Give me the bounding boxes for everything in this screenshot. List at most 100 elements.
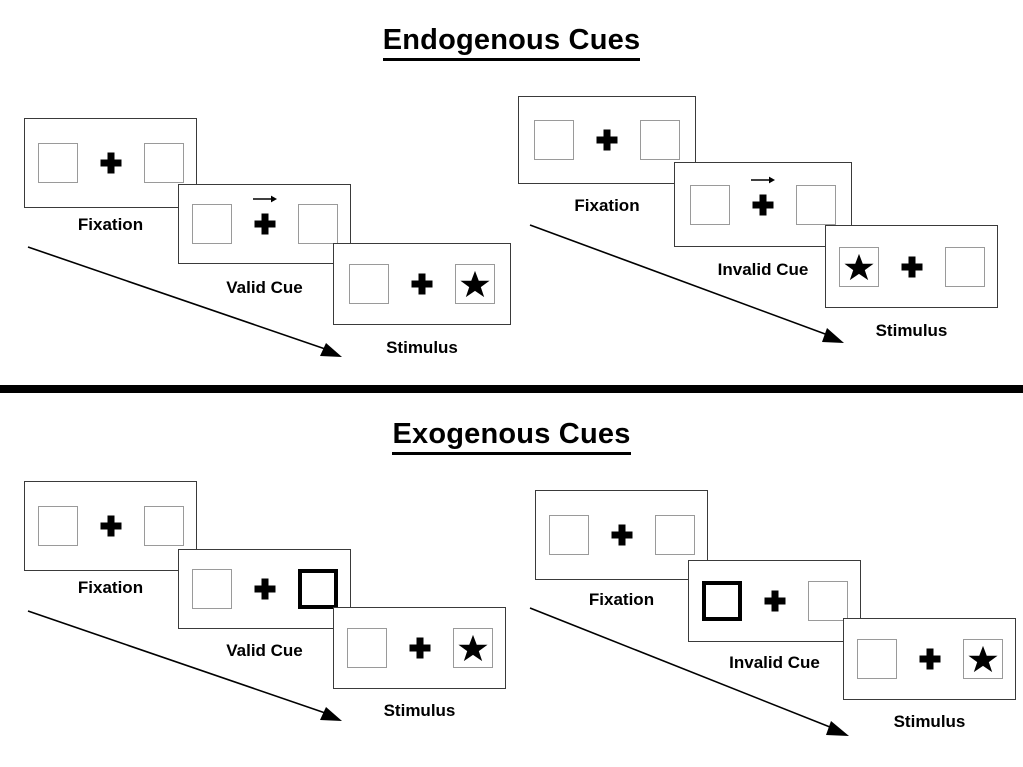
panel-row <box>701 581 848 621</box>
caption-exogenous-valid-stimulus: Stimulus <box>333 701 506 721</box>
section-divider <box>0 385 1023 393</box>
right-box <box>796 184 836 225</box>
spacer <box>742 601 764 602</box>
caption-exogenous-invalid-cue: Invalid Cue <box>688 653 861 673</box>
panel-row <box>534 120 680 160</box>
left-box-cued <box>701 581 742 621</box>
panel-endogenous-valid-stimulus <box>333 243 511 325</box>
spacer <box>232 224 254 225</box>
spacer <box>232 589 254 590</box>
fixation-cross-icon <box>411 271 433 297</box>
right-box <box>452 628 493 668</box>
left-box <box>838 246 879 287</box>
caption-text: Fixation <box>588 590 655 609</box>
fixation-cross-icon <box>409 635 431 661</box>
spacer <box>276 589 298 590</box>
spacer <box>78 526 100 527</box>
right-box <box>143 143 184 183</box>
spacer <box>387 648 409 649</box>
caption-endogenous-valid-cue: Valid Cue <box>178 278 351 298</box>
section-title-exogenous: Exogenous Cues <box>0 418 1023 455</box>
caption-text: Fixation <box>77 578 144 597</box>
panel-row <box>191 569 338 609</box>
fixation-cross-icon <box>254 576 276 602</box>
caption-exogenous-valid-fixation: Fixation <box>24 578 197 598</box>
star-icon <box>457 634 488 662</box>
panel-exogenous-invalid-stimulus <box>843 618 1016 700</box>
spacer <box>574 140 596 141</box>
panel-exogenous-invalid-cue <box>688 560 861 642</box>
caption-exogenous-invalid-stimulus: Stimulus <box>843 712 1016 732</box>
panel-row <box>191 195 338 244</box>
fixation-cross-icon <box>764 588 786 614</box>
spacer <box>618 140 640 141</box>
fixation-cross-icon <box>901 254 923 280</box>
right-box-cued <box>297 569 338 609</box>
right-box <box>944 246 985 287</box>
panel-row <box>856 639 1003 679</box>
spacer <box>78 163 100 164</box>
panel-exogenous-invalid-fixation <box>535 490 708 580</box>
left-box <box>191 204 232 244</box>
fixation-cross-icon <box>919 646 941 672</box>
spacer <box>730 204 752 205</box>
right-box <box>962 639 1003 679</box>
spacer <box>879 266 901 267</box>
spacer <box>633 535 655 536</box>
star-icon <box>460 270 490 298</box>
spacer <box>389 284 411 285</box>
caption-text: Fixation <box>77 215 144 234</box>
left-box <box>349 264 389 304</box>
section-title-exogenous-text: Exogenous Cues <box>392 418 631 455</box>
right-box <box>455 264 495 304</box>
spacer <box>122 163 144 164</box>
caption-endogenous-valid-fixation: Fixation <box>24 215 197 235</box>
panel-row <box>838 246 985 287</box>
caption-text: Invalid Cue <box>717 260 809 279</box>
spacer <box>276 224 298 225</box>
panel-row <box>37 506 184 546</box>
spacer <box>786 601 808 602</box>
left-box <box>37 143 78 183</box>
spacer <box>589 535 611 536</box>
panel-endogenous-valid-fixation <box>24 118 197 208</box>
spacer <box>433 284 455 285</box>
left-box <box>346 628 387 668</box>
panel-exogenous-valid-stimulus <box>333 607 506 689</box>
right-box <box>143 506 184 546</box>
spacer <box>431 648 453 649</box>
caption-endogenous-invalid-stimulus: Stimulus <box>825 321 998 341</box>
right-box <box>807 581 848 621</box>
caption-text: Invalid Cue <box>729 653 820 672</box>
left-box <box>856 639 897 679</box>
fixation-cross-icon <box>596 127 618 153</box>
panel-exogenous-valid-fixation <box>24 481 197 571</box>
section-title-endogenous-text: Endogenous Cues <box>382 24 641 61</box>
caption-exogenous-invalid-fixation: Fixation <box>535 590 708 610</box>
caption-text: Stimulus <box>383 701 456 720</box>
right-box <box>297 204 338 244</box>
spacer <box>941 659 963 660</box>
left-box <box>690 184 730 225</box>
panel-row <box>346 628 493 668</box>
panel-row <box>690 176 836 225</box>
spacer <box>122 526 144 527</box>
caption-text: Fixation <box>574 196 640 215</box>
panel-endogenous-valid-cue <box>178 184 351 264</box>
caption-text: Valid Cue <box>226 278 303 297</box>
fixation-cross-icon <box>252 195 277 237</box>
left-box <box>534 120 574 160</box>
spacer <box>774 204 796 205</box>
fixation-cross-icon <box>751 176 775 218</box>
caption-text: Stimulus <box>875 321 948 340</box>
panel-endogenous-invalid-fixation <box>518 96 696 184</box>
panel-row <box>548 515 695 555</box>
caption-endogenous-invalid-fixation: Fixation <box>518 196 696 216</box>
section-title-endogenous: Endogenous Cues <box>0 24 1023 61</box>
caption-exogenous-valid-cue: Valid Cue <box>178 641 351 661</box>
spacer <box>923 266 945 267</box>
left-box <box>191 569 232 609</box>
right-box <box>654 515 695 555</box>
panel-row <box>37 143 184 183</box>
